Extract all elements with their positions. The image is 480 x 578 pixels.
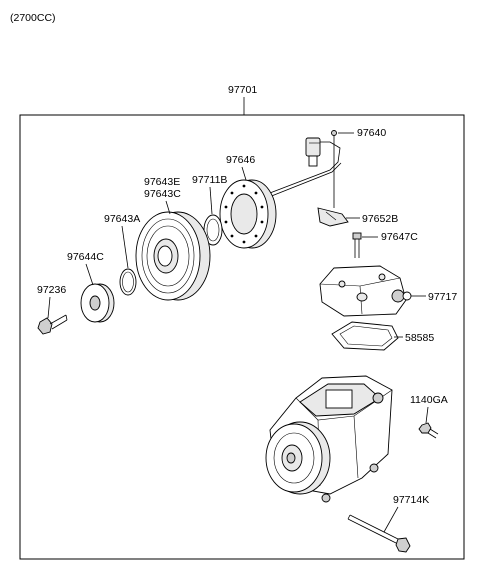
control-valve	[319, 265, 412, 317]
callout-97647C[interactable]: 97647C	[381, 231, 418, 243]
callout-97717[interactable]: 97717	[428, 291, 457, 303]
sensor-screw	[331, 130, 337, 208]
callout-97643E[interactable]: 97643E	[144, 176, 180, 188]
sensor-bracket	[317, 207, 349, 227]
callout-58585[interactable]: 58585	[405, 332, 434, 344]
pulley	[135, 211, 211, 301]
callout-97652B[interactable]: 97652B	[362, 213, 398, 225]
clutch-hub	[80, 283, 115, 323]
hub-bolt	[37, 314, 68, 335]
callout-97644C[interactable]: 97644C	[67, 251, 104, 263]
callout-1140GA[interactable]: 1140GA	[410, 394, 448, 406]
leader-1140GA	[425, 406, 429, 424]
callout-97643C[interactable]: 97643C	[144, 188, 181, 200]
leader-97711B	[209, 186, 213, 215]
leader-97644C	[85, 263, 94, 286]
callout-97714K[interactable]: 97714K	[393, 494, 429, 506]
assembly-number[interactable]: 97701	[228, 84, 257, 96]
coil-snap-ring	[203, 214, 223, 246]
leader-97646	[241, 166, 247, 181]
callout-97646[interactable]: 97646	[226, 154, 255, 166]
callout-97643A[interactable]: 97643A	[104, 213, 140, 225]
sensor-harness	[261, 137, 342, 200]
leader-97643A	[121, 225, 129, 269]
engine-variant-label: (2700CC)	[10, 12, 56, 24]
callout-97236[interactable]: 97236	[37, 284, 66, 296]
valve-bolt	[352, 232, 362, 258]
leader-97714K	[383, 506, 399, 533]
mount-bolt-long	[347, 514, 411, 553]
assembly-frame	[19, 114, 465, 560]
mount-bolt-small	[418, 422, 439, 439]
callout-97711B[interactable]: 97711B	[192, 174, 227, 186]
pulley-snap-ring	[119, 268, 137, 296]
compressor-body	[265, 375, 393, 503]
field-coil	[219, 179, 277, 249]
callout-97640[interactable]: 97640	[357, 127, 386, 139]
leader-97236	[47, 296, 51, 319]
valve-gasket	[331, 321, 399, 351]
leader-97643C	[165, 200, 171, 215]
